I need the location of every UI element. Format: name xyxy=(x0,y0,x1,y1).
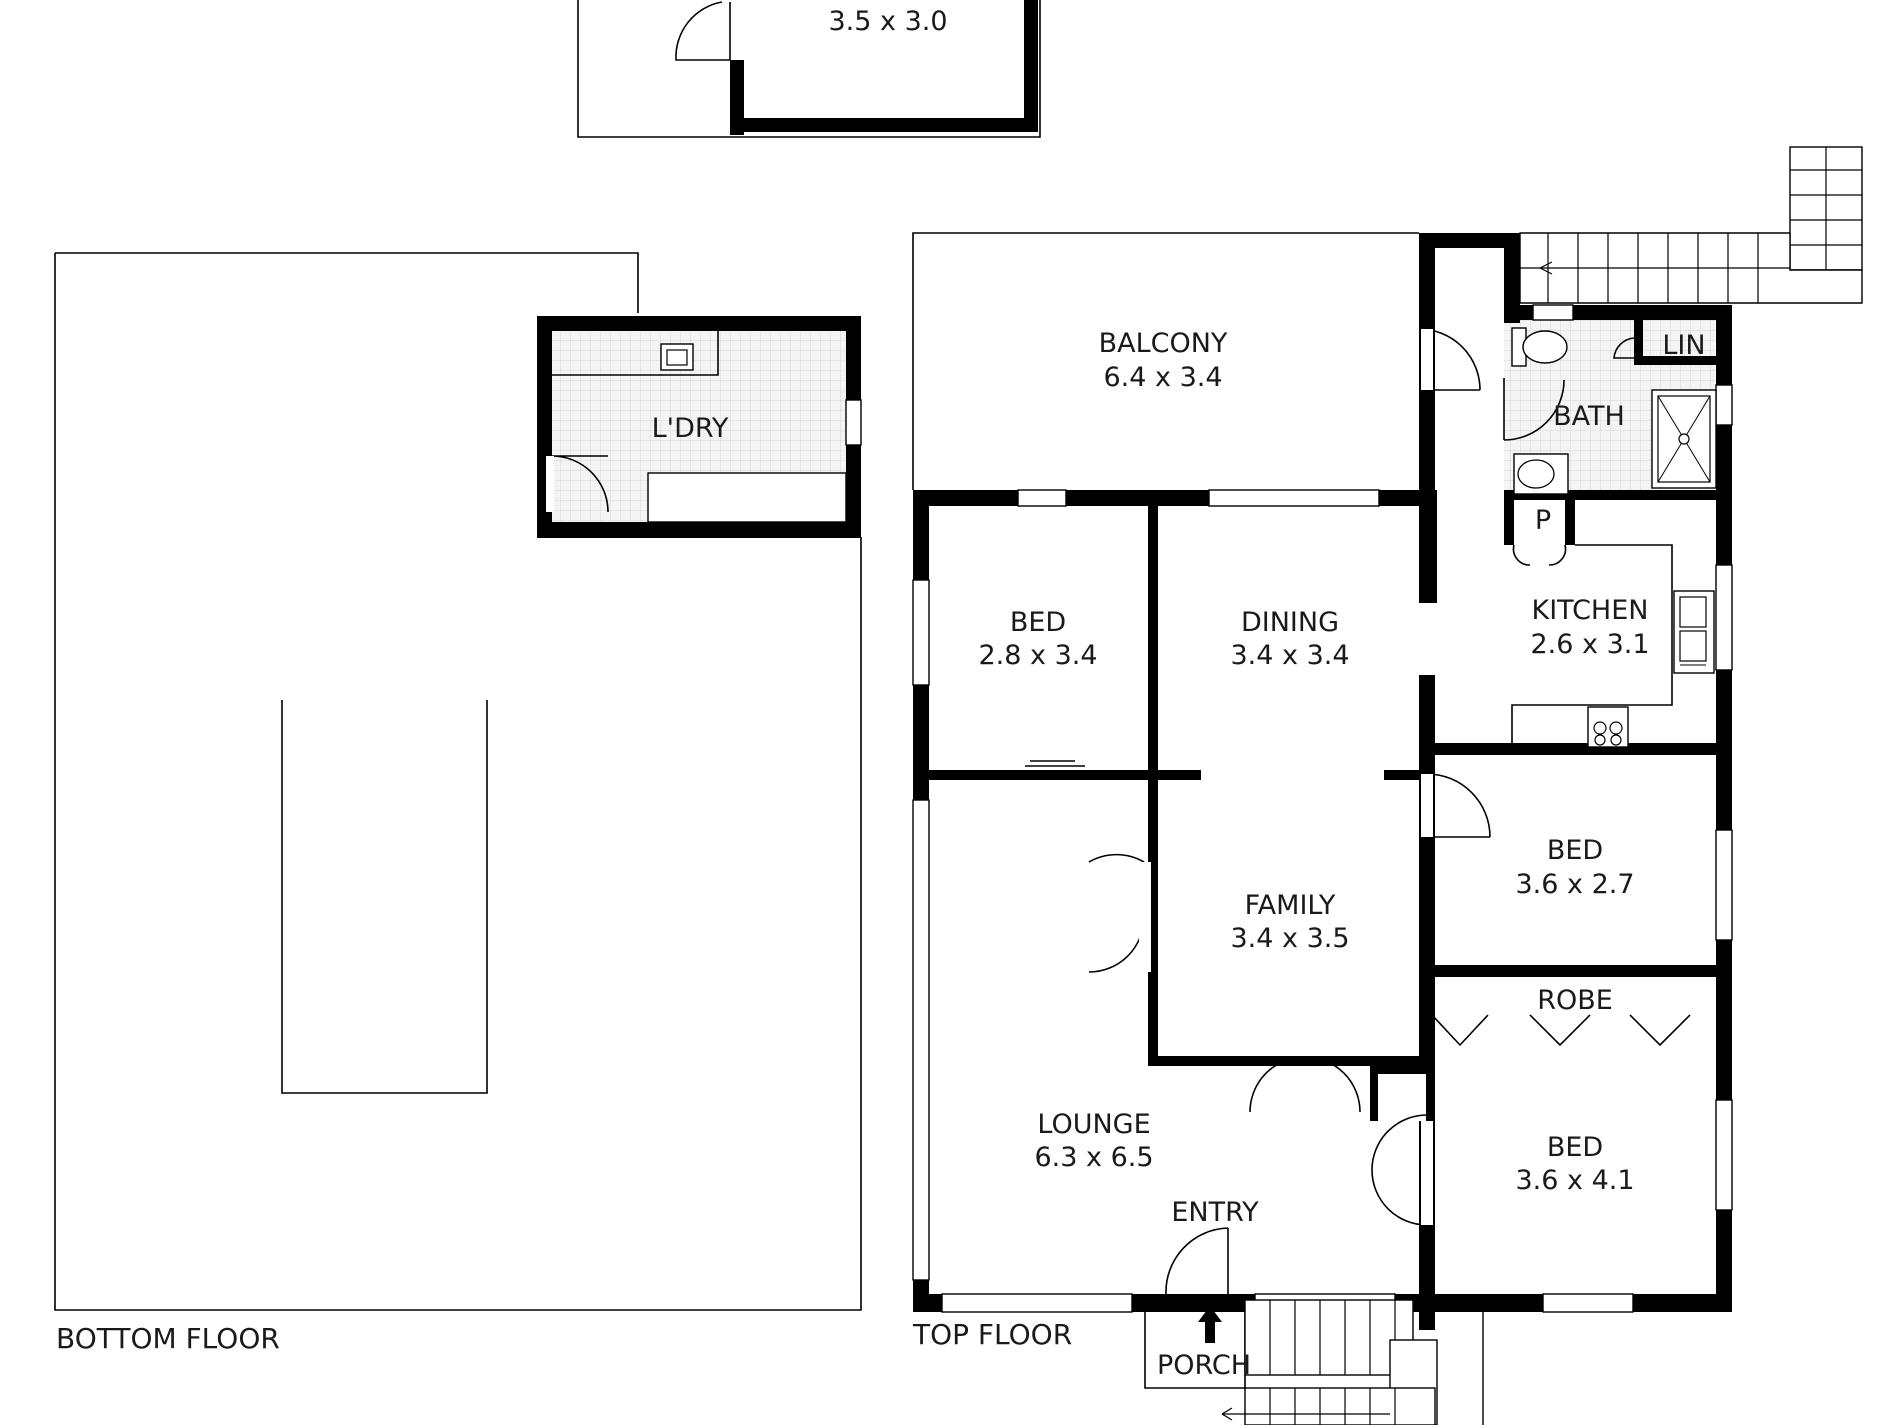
upper-room: 3.5 x 3.0 xyxy=(577,0,1041,138)
bed2-dims: 3.6 x 2.7 xyxy=(1515,869,1634,900)
robe-doors xyxy=(1431,1014,1691,1047)
family-dims: 3.4 x 3.5 xyxy=(1230,923,1349,954)
window xyxy=(1715,1099,1733,1211)
dining-dims: 3.4 x 3.4 xyxy=(1230,640,1349,671)
top-floor-label: TOP FLOOR xyxy=(912,1318,1072,1351)
window xyxy=(1715,829,1733,941)
bed3-label: BED xyxy=(1547,1132,1603,1163)
cooktop-icon xyxy=(1587,706,1629,748)
bed1-sliding-door xyxy=(1000,760,1085,773)
linen-door xyxy=(1613,337,1635,359)
entry-door xyxy=(1165,1227,1229,1295)
bed3-door xyxy=(1371,1114,1428,1226)
rear-stairs xyxy=(1519,146,1863,304)
window xyxy=(1715,384,1733,426)
lounge-door xyxy=(1249,1056,1361,1113)
top-floor: LIN BATH P xyxy=(912,146,1863,1425)
bath-door xyxy=(1503,378,1565,441)
toilet-icon xyxy=(1511,327,1568,367)
pantry-label: P xyxy=(1535,505,1551,536)
lin-label: LIN xyxy=(1662,330,1705,361)
dining-label: DINING xyxy=(1241,607,1339,638)
laundry-label: L'DRY xyxy=(652,413,729,444)
bed3-dims: 3.6 x 4.1 xyxy=(1515,1165,1634,1196)
window xyxy=(1542,1293,1634,1313)
laundry-room: L'DRY xyxy=(537,316,862,538)
lounge-dims: 6.3 x 6.5 xyxy=(1034,1142,1153,1173)
window xyxy=(1017,489,1067,507)
bed2-label: BED xyxy=(1547,835,1603,866)
kitchen-dims: 2.6 x 3.1 xyxy=(1530,629,1649,660)
kitchen-label: KITCHEN xyxy=(1532,595,1649,626)
double-sink-icon xyxy=(1673,590,1715,674)
bed1-label: BED xyxy=(1010,607,1066,638)
window xyxy=(912,799,930,1281)
window xyxy=(1532,304,1574,321)
bed1-dims: 2.8 x 3.4 xyxy=(978,640,1097,671)
family-label: FAMILY xyxy=(1245,890,1336,921)
kitchen-bench xyxy=(1511,544,1673,748)
window xyxy=(941,1293,1133,1313)
bed2-door xyxy=(1426,773,1491,838)
balcony-dims: 6.4 x 3.4 xyxy=(1103,362,1222,393)
family-door xyxy=(1088,853,1145,973)
upper-room-door xyxy=(675,1,731,61)
lounge-label: LOUNGE xyxy=(1037,1109,1150,1140)
window xyxy=(1715,564,1733,671)
bottom-floor: L'DRY BOTTOM FLOOR xyxy=(54,252,862,1355)
front-stairs xyxy=(1144,1299,1484,1425)
bath-label: BATH xyxy=(1553,401,1625,432)
window xyxy=(912,579,930,686)
arrow-up-icon xyxy=(1198,1306,1222,1343)
balcony-label: BALCONY xyxy=(1099,328,1228,359)
bottom-floor-label: BOTTOM FLOOR xyxy=(56,1322,280,1355)
basin-icon xyxy=(1513,453,1569,495)
window xyxy=(1208,489,1380,507)
pantry-door xyxy=(1512,544,1567,566)
sink-icon xyxy=(660,343,694,371)
upper-room-dims: 3.5 x 3.0 xyxy=(828,6,947,37)
porch-label: PORCH xyxy=(1157,1350,1251,1381)
robe-label: ROBE xyxy=(1537,985,1613,1016)
entry-label: ENTRY xyxy=(1171,1197,1259,1228)
shower-icon xyxy=(1651,389,1717,489)
